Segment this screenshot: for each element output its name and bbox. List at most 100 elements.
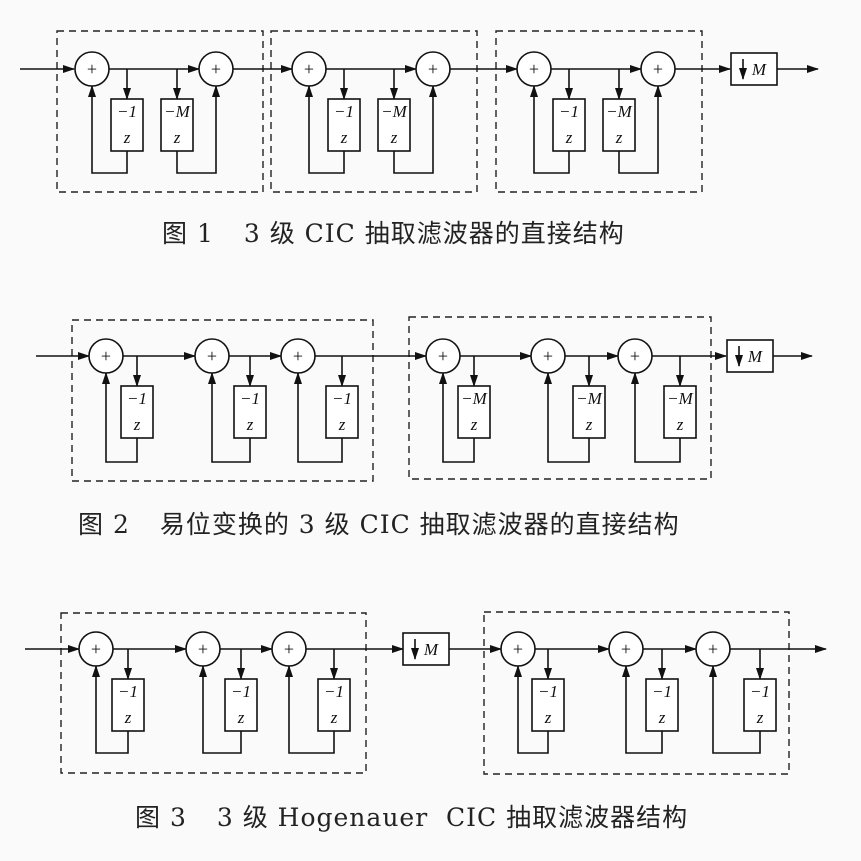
delay-exponent-label: −1 bbox=[559, 102, 579, 121]
integrator-feedback-path bbox=[208, 372, 251, 463]
delay-z-label: z bbox=[585, 415, 593, 434]
stage-dashed-box bbox=[408, 316, 712, 480]
delay-exponent-label: −M bbox=[164, 102, 190, 121]
adder-plus-symbol: + bbox=[438, 346, 448, 366]
delay-z-label: z bbox=[338, 415, 346, 434]
figure-1-caption-text: 3 级 CIC 抽取滤波器的直接结构 bbox=[243, 219, 625, 248]
delay-block bbox=[110, 98, 144, 152]
delay-block bbox=[317, 678, 351, 732]
delay-z-label: z bbox=[133, 415, 141, 434]
delay-exponent-label: −1 bbox=[652, 682, 672, 701]
delay-block bbox=[602, 98, 636, 152]
stage-dashed-box bbox=[60, 612, 367, 774]
delay-block bbox=[552, 98, 586, 152]
delay-exponent-label: −1 bbox=[118, 682, 138, 701]
decimator-block bbox=[402, 632, 450, 666]
comb-path bbox=[544, 372, 590, 463]
delay-exponent-label: −1 bbox=[332, 389, 352, 408]
stage-dashed-box bbox=[495, 30, 703, 193]
comb-path bbox=[514, 665, 549, 754]
stage-dashed-box bbox=[71, 319, 374, 482]
figure-1-diagram: +−1z−Mz++−1z−Mz++−1z−Mz+M bbox=[20, 30, 819, 193]
delay-exponent-label: −1 bbox=[231, 682, 251, 701]
delay-block bbox=[233, 385, 267, 439]
delay-exponent-label: −1 bbox=[127, 389, 147, 408]
figure-3-caption: 图 3 3 级 Hogenauer CIC 抽取滤波器结构 bbox=[135, 798, 688, 834]
comb-feedforward-path bbox=[618, 85, 662, 174]
delay-z-label: z bbox=[470, 415, 478, 434]
decimator-label: M bbox=[751, 60, 767, 79]
decimator-label: M bbox=[423, 640, 439, 659]
stage-dashed-box bbox=[270, 30, 478, 193]
figure-3-caption-number: 图 3 bbox=[135, 803, 187, 832]
delay-block bbox=[645, 678, 679, 732]
delay-exponent-label: −M bbox=[381, 102, 407, 121]
delay-z-label: z bbox=[565, 128, 573, 147]
delay-exponent-label: −1 bbox=[117, 102, 137, 121]
adder-plus-symbol: + bbox=[284, 639, 294, 659]
integrator-feedback-path bbox=[88, 85, 128, 174]
adder-plus-symbol: + bbox=[207, 346, 217, 366]
delay-exponent-label: −1 bbox=[538, 682, 558, 701]
stage-dashed-box bbox=[56, 30, 264, 193]
adder-plus-symbol: + bbox=[543, 346, 553, 366]
figure-3-diagram: +−1z+−1z+−1zM+−1z+−1z+−1z bbox=[25, 611, 827, 775]
adder-plus-symbol: + bbox=[428, 59, 438, 79]
delay-z-label: z bbox=[390, 128, 398, 147]
delay-block bbox=[327, 98, 361, 152]
delay-z-label: z bbox=[124, 708, 132, 727]
delay-z-label: z bbox=[615, 128, 623, 147]
comb-feedforward-path bbox=[176, 85, 220, 174]
delay-exponent-label: −1 bbox=[334, 102, 354, 121]
delay-z-label: z bbox=[756, 708, 764, 727]
integrator-feedback-path bbox=[92, 665, 129, 754]
delay-block bbox=[457, 385, 491, 439]
adder-plus-symbol: + bbox=[653, 59, 663, 79]
delay-block bbox=[160, 98, 194, 152]
comb-path bbox=[709, 665, 761, 754]
adder-plus-symbol: + bbox=[513, 639, 523, 659]
integrator-feedback-path bbox=[102, 372, 138, 463]
comb-path bbox=[439, 372, 475, 463]
delay-exponent-label: −1 bbox=[324, 682, 344, 701]
adder-plus-symbol: + bbox=[630, 346, 640, 366]
delay-exponent-label: −M bbox=[667, 389, 693, 408]
adder-plus-symbol: + bbox=[708, 639, 718, 659]
figure-1-caption: 图 1 3 级 CIC 抽取滤波器的直接结构 bbox=[162, 214, 625, 250]
integrator-feedback-path bbox=[199, 665, 242, 754]
comb-path bbox=[631, 372, 681, 463]
adder-plus-symbol: + bbox=[529, 59, 539, 79]
delay-z-label: z bbox=[544, 708, 552, 727]
adder-plus-symbol: + bbox=[211, 59, 221, 79]
integrator-feedback-path bbox=[285, 665, 335, 754]
comb-path bbox=[622, 665, 663, 754]
delay-exponent-label: −1 bbox=[750, 682, 770, 701]
adder-plus-symbol: + bbox=[101, 346, 111, 366]
delay-exponent-label: −1 bbox=[240, 389, 260, 408]
decimator-label: M bbox=[747, 347, 763, 366]
delay-z-label: z bbox=[237, 708, 245, 727]
delay-z-label: z bbox=[658, 708, 666, 727]
delay-block bbox=[377, 98, 411, 152]
figure-1-caption-number: 图 1 bbox=[162, 219, 214, 248]
stage-dashed-box bbox=[483, 611, 790, 775]
adder-plus-symbol: + bbox=[198, 639, 208, 659]
delay-z-label: z bbox=[330, 708, 338, 727]
delay-z-label: z bbox=[123, 128, 131, 147]
delay-z-label: z bbox=[173, 128, 181, 147]
integrator-feedback-path bbox=[530, 85, 570, 174]
delay-exponent-label: −M bbox=[606, 102, 632, 121]
delay-z-label: z bbox=[246, 415, 254, 434]
delay-block bbox=[111, 678, 145, 732]
integrator-feedback-path bbox=[294, 372, 343, 463]
figure-3-caption-text: 3 级 Hogenauer CIC 抽取滤波器结构 bbox=[216, 803, 689, 832]
delay-z-label: z bbox=[676, 415, 684, 434]
integrator-feedback-path bbox=[305, 85, 345, 174]
decimator-block bbox=[730, 52, 778, 86]
figure-2-caption-text: 易位变换的 3 级 CIC 抽取滤波器的直接结构 bbox=[159, 510, 680, 539]
delay-exponent-label: −M bbox=[461, 389, 487, 408]
comb-feedforward-path bbox=[393, 85, 437, 174]
figure-2-diagram: +−1z+−1z+−1z+−Mz+−Mz+−MzM bbox=[36, 316, 813, 482]
